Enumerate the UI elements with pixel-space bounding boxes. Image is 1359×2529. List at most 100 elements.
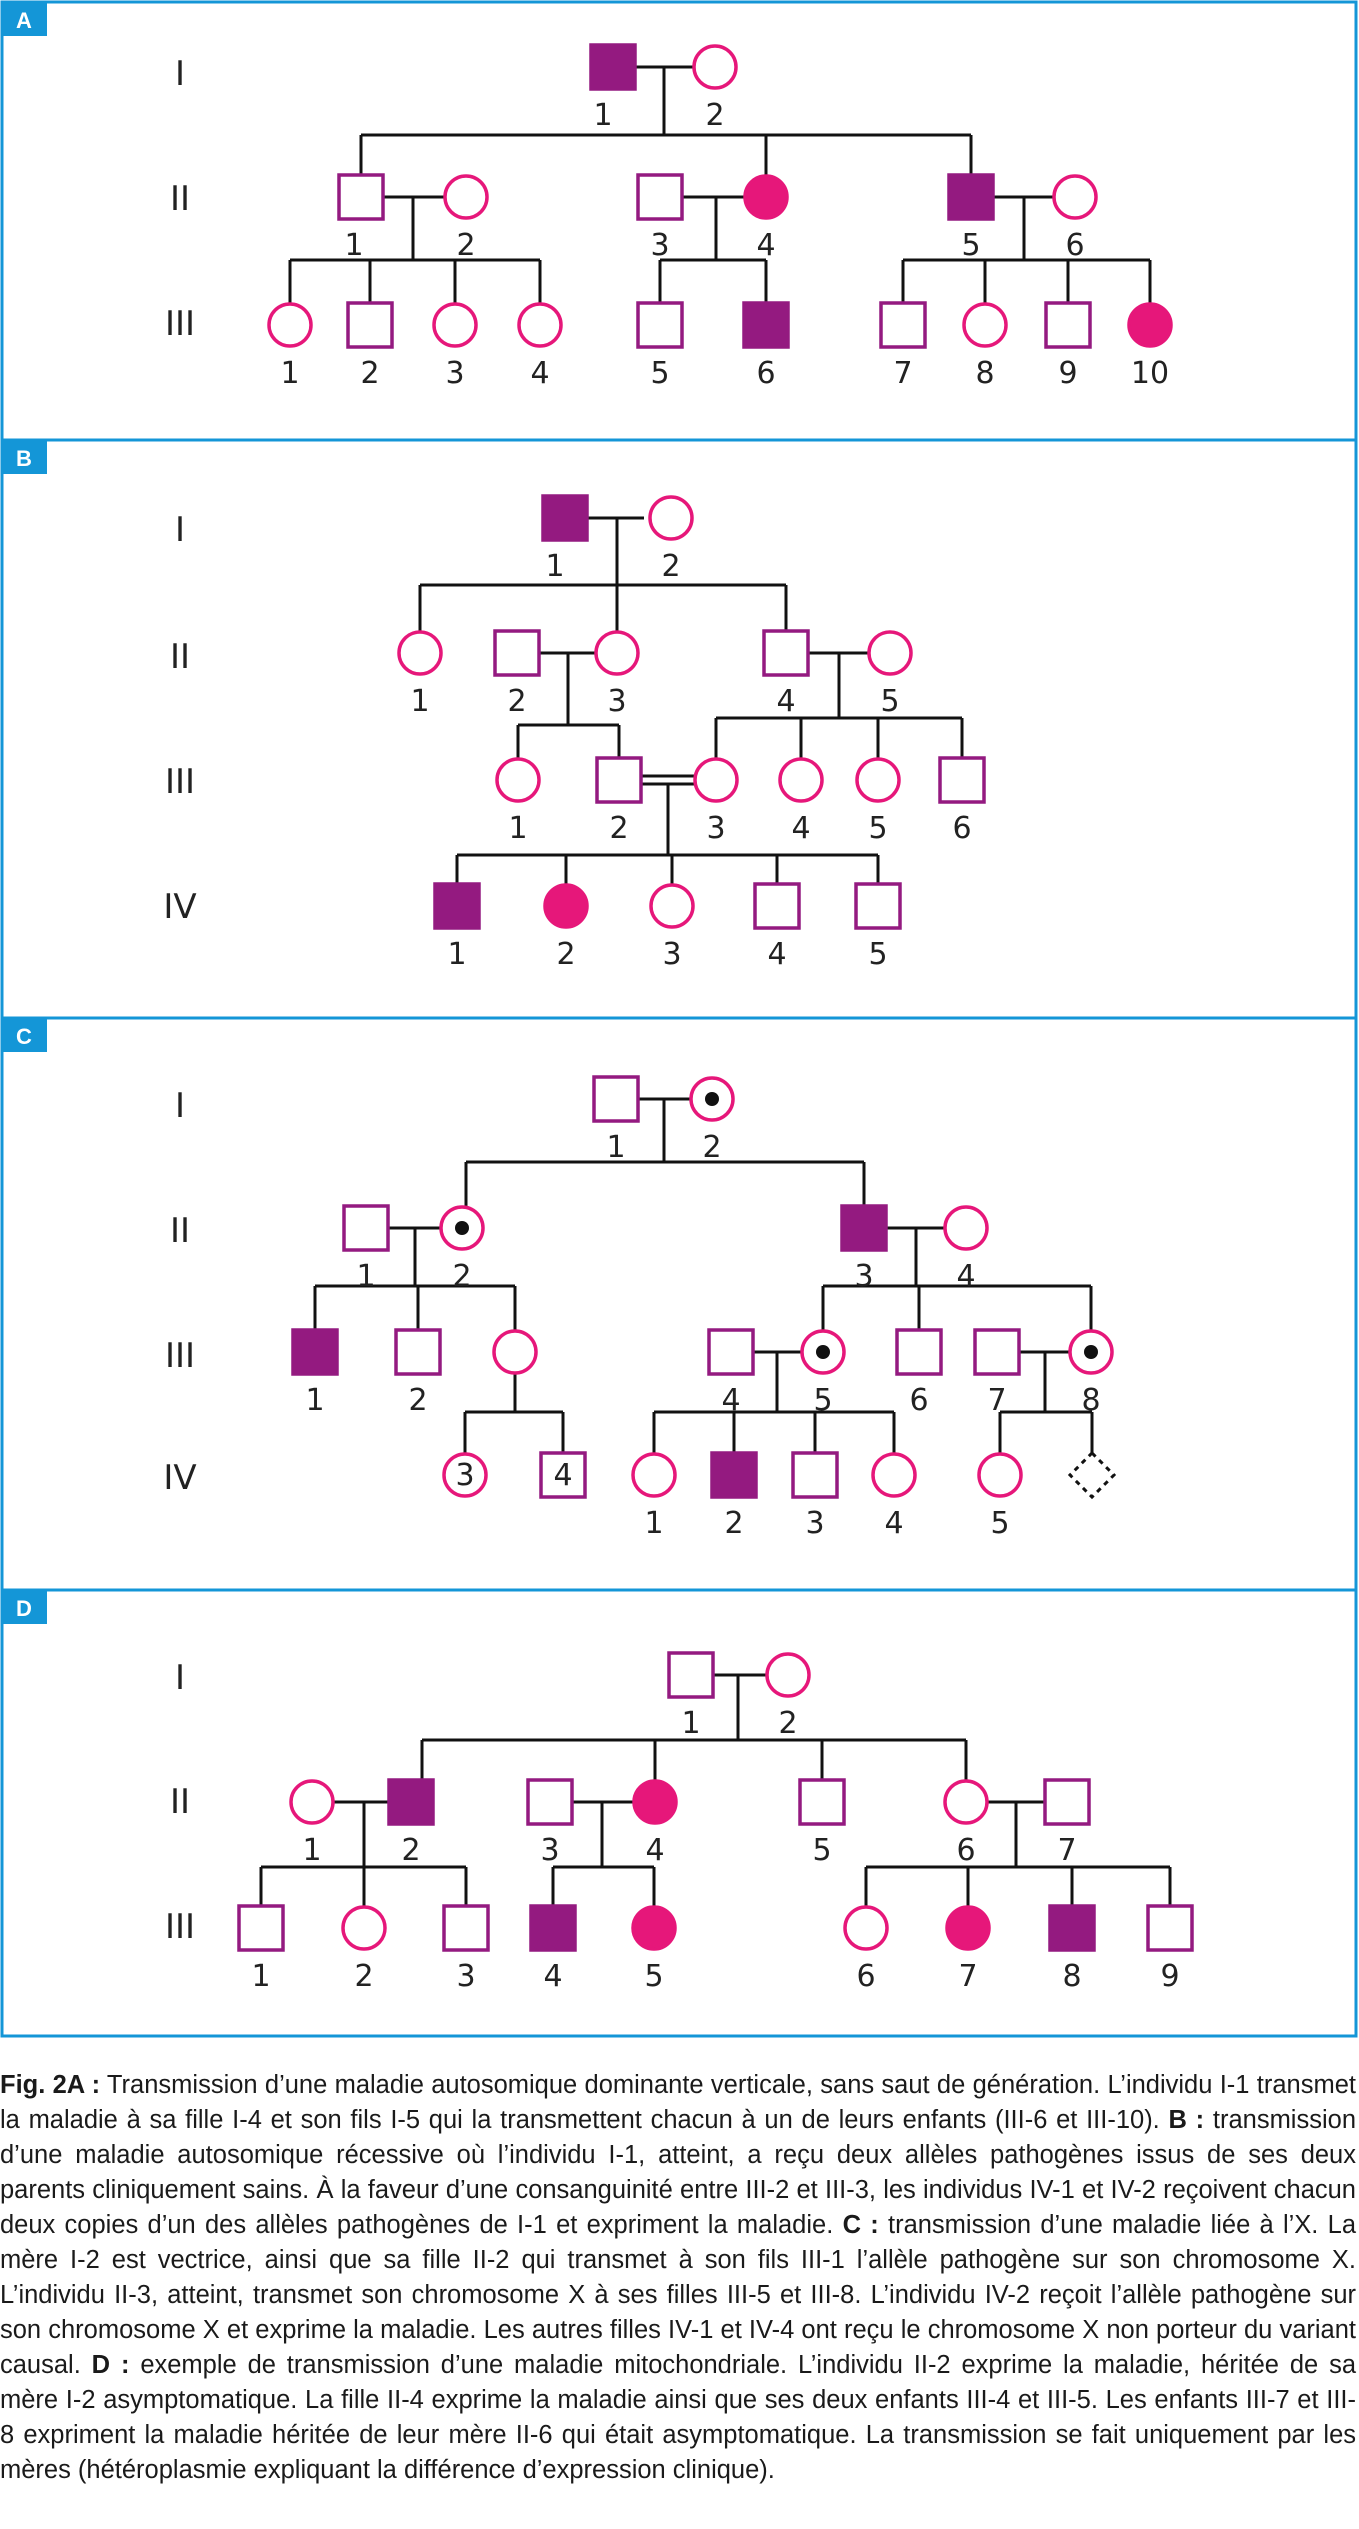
panel-b-iii-2-male-symbol xyxy=(595,756,643,804)
panel-a-iii-6-number-label: 6 xyxy=(756,356,775,391)
panel-d-i-1-number-label: 1 xyxy=(681,1706,700,1741)
panel-b-ii-2-male-symbol xyxy=(493,629,541,677)
panel-d-i-1-male-symbol xyxy=(667,1651,715,1699)
panel-a-label: A xyxy=(16,8,32,33)
panel-d-ii-1-number-label: 1 xyxy=(302,1833,321,1868)
panel-a-generation-I: I xyxy=(175,54,185,94)
panel-d-ii-5-male-symbol xyxy=(798,1778,846,1826)
panel-b-iv-3-female-symbol xyxy=(649,883,695,929)
panel-d-iii-6-female-symbol xyxy=(843,1905,889,1951)
panel-b-iii-3-number-label: 3 xyxy=(706,811,725,846)
panel-c-i-1-male-symbol xyxy=(592,1075,640,1123)
panel-a-ii-6-female-symbol xyxy=(1052,174,1098,220)
panel-d-ii-4-female-symbol xyxy=(632,1779,678,1825)
panel-b-iv-3-number-label: 3 xyxy=(662,937,681,972)
figure-caption: Fig. 2A : Transmission d’une maladie aut… xyxy=(0,2068,1356,2488)
panel-a-i-2-female-symbol xyxy=(692,44,738,90)
panel-a-ii-2-number-label: 2 xyxy=(456,228,475,263)
panel-c-ii-3-number-label: 3 xyxy=(854,1259,873,1294)
panel-b-iv-1-male-symbol xyxy=(433,882,481,930)
panel-d-ii-6-number-label: 6 xyxy=(956,1833,975,1868)
panel-c-iv-group-m-male-symbol xyxy=(539,1451,587,1499)
panel-a-ii-1-male-symbol xyxy=(337,173,385,221)
panel-b-generation-II: II xyxy=(170,637,190,677)
panel-c-iii-3-female-symbol xyxy=(492,1329,538,1375)
panel-c-frame xyxy=(0,1016,1358,1592)
panel-c-iv-2-number-label: 2 xyxy=(724,1506,743,1541)
panel-c-iii-7-number-label: 7 xyxy=(987,1383,1006,1418)
panel-b-iii-5-female-symbol xyxy=(855,757,901,803)
panel-a-generation-II: II xyxy=(170,179,190,219)
panel-a-ii-4-number-label: 4 xyxy=(756,228,775,263)
panel-c-label-box xyxy=(2,1018,47,1052)
panel-frames xyxy=(0,0,1358,2038)
panel-d-iii-9-male-symbol xyxy=(1146,1904,1194,1952)
panel-c-iv-5-female-symbol xyxy=(977,1452,1023,1498)
panel-d-ii-1-female-symbol xyxy=(289,1779,335,1825)
panel-c-iii-6-male-symbol xyxy=(895,1328,943,1376)
panel-d-iii-2-number-label: 2 xyxy=(354,1959,373,1994)
panel-c-i-1-number-label: 1 xyxy=(606,1130,625,1165)
panel-b-iii-3-female-symbol xyxy=(693,757,739,803)
panel-a-iii-9-number-label: 9 xyxy=(1058,356,1077,391)
panel-a-iii-8-female-symbol xyxy=(962,302,1008,348)
panel-c-ii-2-number-label: 2 xyxy=(452,1259,471,1294)
panel-b-i-2-number-label: 2 xyxy=(661,549,680,584)
panel-b-ii-4-male-symbol xyxy=(762,629,810,677)
panel-d-ii-5-number-label: 5 xyxy=(812,1833,831,1868)
caption-d-label: D : xyxy=(91,2351,130,2379)
panel-c-i-2-number-label: 2 xyxy=(702,1130,721,1165)
panel-a-iii-2-number-label: 2 xyxy=(360,356,379,391)
panel-d-iii-5-number-label: 5 xyxy=(644,1959,663,1994)
panel-c-iii-1-number-label: 1 xyxy=(305,1383,324,1418)
panel-b-iii-6-number-label: 6 xyxy=(952,811,971,846)
panel-d-ii-7-male-symbol xyxy=(1043,1778,1091,1826)
panel-c-iii-1-male-symbol xyxy=(291,1328,339,1376)
panel-b-i-1-male-symbol xyxy=(541,494,589,542)
panel-d-iii-1-number-label: 1 xyxy=(251,1959,270,1994)
panel-c-iii-2-male-symbol xyxy=(394,1328,442,1376)
panel-c-ii-4-female-symbol xyxy=(943,1205,989,1251)
panel-c-iv-group-m-count-label: 4 xyxy=(553,1458,572,1493)
panel-c-generation-II: II xyxy=(170,1211,190,1251)
caption-d-text: exemple de transmission d’une maladie mi… xyxy=(0,2351,1356,2484)
caption-b-text: transmission d’une maladie autosomique r… xyxy=(0,2106,1357,2239)
panel-c-ii-1-number-label: 1 xyxy=(356,1259,375,1294)
panel-d-iii-7-number-label: 7 xyxy=(958,1959,977,1994)
panel-c-ii-3-male-symbol xyxy=(840,1204,888,1252)
panel-b-iii-5-number-label: 5 xyxy=(868,811,887,846)
caption-c-label: C : xyxy=(842,2211,879,2239)
panel-b-iii-4-female-symbol xyxy=(778,757,824,803)
panel-a-i-1-number-label: 1 xyxy=(593,98,612,133)
panel-c-generation-III: III xyxy=(165,1336,195,1376)
panel-b-generation-III: III xyxy=(165,762,195,802)
panel-b-iv-5-number-label: 5 xyxy=(868,937,887,972)
caption-b-label: B : xyxy=(1168,2106,1205,2134)
panel-c-iii-7-male-symbol xyxy=(973,1328,1021,1376)
panel-b-iii-4-number-label: 4 xyxy=(791,811,810,846)
panel-d-iii-9-number-label: 9 xyxy=(1160,1959,1179,1994)
panel-d-ii-7-number-label: 7 xyxy=(1057,1833,1076,1868)
panel-d-ii-2-number-label: 2 xyxy=(401,1833,420,1868)
panel-d-iii-4-male-symbol xyxy=(529,1904,577,1952)
panel-c-generation-I: I xyxy=(175,1086,185,1126)
panel-b-iii-6-male-symbol xyxy=(938,756,986,804)
panel-a-iii-5-male-symbol xyxy=(636,301,684,349)
panel-c-iv-1-female-symbol xyxy=(631,1452,677,1498)
panel-d-iii-8-number-label: 8 xyxy=(1062,1959,1081,1994)
panel-c-iv-4-female-symbol xyxy=(871,1452,917,1498)
panel-c-iii-2-number-label: 2 xyxy=(408,1383,427,1418)
panel-b-iv-5-male-symbol xyxy=(854,882,902,930)
panel-c-iv-6-unknown-sex-symbol xyxy=(1067,1450,1117,1500)
panel-b-iii-1-female-symbol xyxy=(495,757,541,803)
panel-a-ii-5-male-symbol xyxy=(947,173,995,221)
panel-b-i-2-female-symbol xyxy=(648,495,694,541)
panel-c-iii-4-male-symbol xyxy=(707,1328,755,1376)
panel-a-iii-7-male-symbol xyxy=(879,301,927,349)
panel-d-frame xyxy=(0,1588,1358,2038)
panel-a-ii-3-number-label: 3 xyxy=(650,228,669,263)
panel-c-iv-group-f-count-label: 3 xyxy=(455,1458,474,1493)
panel-d-ii-3-male-symbol xyxy=(526,1778,574,1826)
panel-d-generation-II: II xyxy=(170,1782,190,1822)
panel-a-label-box xyxy=(2,2,47,36)
